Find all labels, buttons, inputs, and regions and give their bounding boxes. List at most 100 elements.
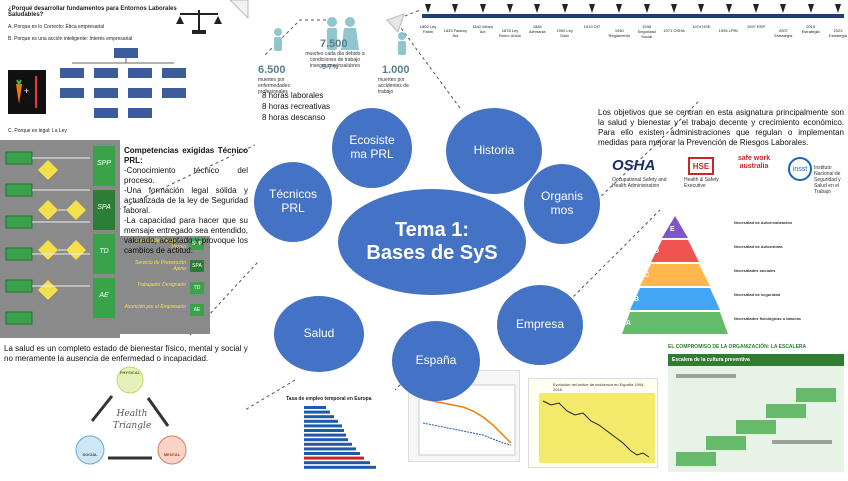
escalera-subtitle: Escalera de la cultura preventiva bbox=[668, 354, 844, 366]
timeline-entry: 1900 Ley Dato bbox=[553, 28, 577, 38]
physical-label: PHYSICAL bbox=[116, 370, 144, 375]
timeline-entry: 1997 RSP bbox=[744, 24, 768, 29]
timeline-entry: 1842 Mines Act bbox=[471, 24, 495, 34]
bar bbox=[304, 461, 370, 464]
tecnicos-item-1: -Conocimiento técnico del proceso. bbox=[124, 166, 248, 186]
hours-3: 8 horas descanso bbox=[262, 112, 330, 123]
social-label: SOCIAL bbox=[76, 452, 104, 457]
stat-caption-2: muertes cada día debido a condiciones de… bbox=[300, 51, 370, 69]
insst-logo: insst bbox=[788, 157, 812, 181]
timeline-arrow bbox=[589, 4, 595, 13]
hours-2: 8 horas recreativas bbox=[262, 101, 330, 112]
bar bbox=[304, 424, 342, 427]
hse-logo: HSE bbox=[688, 157, 714, 175]
social-circle bbox=[76, 436, 104, 464]
timeline-arrow bbox=[671, 4, 677, 13]
timeline-arrow bbox=[698, 4, 704, 13]
bar bbox=[304, 452, 360, 455]
timeline-entry: 2007 Estrategia bbox=[771, 28, 795, 38]
central-subtitle: Bases de SyS bbox=[366, 242, 497, 265]
node-historia[interactable]: Historia bbox=[446, 108, 542, 194]
node-salud[interactable]: Salud bbox=[274, 296, 364, 372]
bar bbox=[304, 457, 364, 460]
stat-caption-3: muertes por accidentes de trabajo bbox=[378, 77, 418, 95]
timeline-arrow bbox=[562, 4, 568, 13]
timeline-entry: 1945 Seguridad Social bbox=[635, 24, 659, 39]
timeline-arrow bbox=[835, 4, 841, 13]
line-chart-evolucion: Evolución del índice de incidencia en Es… bbox=[528, 378, 658, 468]
tecnicos-title: Competencias exigidas Técnico PRL: bbox=[124, 146, 248, 166]
node-tecnicos[interactable]: Técnicos PRL bbox=[254, 162, 332, 242]
maslow-pyramid: E D C B A Necesidad de Autorrealización … bbox=[620, 212, 846, 340]
ethics-title: ¿Porqué desarrollar fundamentos para Ent… bbox=[8, 6, 178, 18]
timeline-entry: 1878 Ley Reino Unido bbox=[498, 28, 522, 38]
bar-chart-temporal: Tasa de empleo temporal en Europa bbox=[286, 396, 398, 474]
timeline-arrow bbox=[726, 4, 732, 13]
bar bbox=[304, 447, 356, 450]
timeline-arrow bbox=[480, 4, 486, 13]
stat-value-3: 1.000 bbox=[382, 64, 410, 76]
tecnicos-item-2: -Una formación legal sólida y actualizad… bbox=[124, 186, 248, 216]
timeline-entry: 2015 Estrategia bbox=[799, 24, 823, 34]
flowchart-panel: SPP SPA TD AE bbox=[0, 140, 120, 338]
mental-circle bbox=[158, 436, 186, 464]
node-ecosistema[interactable]: Ecosiste ma PRL bbox=[332, 108, 412, 188]
hours-list: 8 horas laborales 8 horas recreativas 8 … bbox=[262, 90, 330, 123]
timeline-entry: 1802 Ley Fabril bbox=[418, 24, 440, 34]
escalera-title: EL COMPROMISO DE LA ORGANIZACIÓN: LA ESC… bbox=[668, 344, 806, 350]
timeline-entry: 1833 Factory Act bbox=[443, 28, 467, 38]
timeline-entry: 2023 Estrategia bbox=[826, 28, 848, 38]
ethics-c: C. Porque es legal: La Ley bbox=[8, 128, 67, 134]
timeline-entry: 1995 LPRL bbox=[717, 28, 741, 33]
timeline-entry: 1940 Reglamento bbox=[607, 28, 631, 38]
mental-label: MENTAL bbox=[158, 452, 186, 457]
timeline-arrow bbox=[425, 4, 431, 13]
health-triangle: PHYSICAL SOCIAL MENTAL Health Triangle bbox=[70, 366, 190, 476]
bar bbox=[304, 411, 330, 414]
timeline-arrow bbox=[534, 4, 540, 13]
bar bbox=[304, 466, 376, 469]
salud-definition: La salud es un completo estado de bienes… bbox=[4, 344, 254, 364]
svg-text:+: + bbox=[24, 86, 29, 96]
triangle-title: Health Triangle bbox=[108, 408, 156, 432]
timeline-arrow bbox=[616, 4, 622, 13]
stat-value-1: 6.500 bbox=[258, 64, 286, 76]
osha-logo: OSHA bbox=[612, 157, 655, 174]
stats-panel: 6.500 7.500 1.000 5-7% muertes por enfer… bbox=[250, 0, 420, 128]
bar bbox=[304, 420, 338, 423]
node-espana[interactable]: España bbox=[392, 321, 480, 401]
scales-icon bbox=[174, 6, 224, 36]
timeline-arrow bbox=[644, 4, 650, 13]
logos-row: OSHA Occupational Safety and Health Admi… bbox=[612, 155, 844, 193]
organismos-text: Los objetivos que se centran en esta asi… bbox=[598, 108, 844, 148]
hours-1: 8 horas laborales bbox=[262, 90, 330, 101]
central-topic[interactable]: Tema 1: Bases de SyS bbox=[338, 189, 526, 295]
timeline-entry: 1919 OIT bbox=[580, 24, 604, 29]
bar-chart-title: Tasa de empleo temporal en Europa bbox=[286, 396, 372, 402]
timeline-entry: 1971 OSHA bbox=[662, 28, 686, 33]
legend-box-spp: SPP bbox=[93, 146, 115, 186]
node-organismos[interactable]: Organis mos bbox=[524, 164, 600, 244]
carrot-stick-icon: + bbox=[8, 70, 46, 114]
ethics-b: B. Porque es una acción inteligente: Int… bbox=[8, 36, 132, 42]
safework-logo: safe work australia bbox=[732, 155, 776, 171]
bar bbox=[304, 438, 348, 441]
timeline-arrow bbox=[452, 4, 458, 13]
bar bbox=[304, 429, 344, 432]
escalera-panel: EL COMPROMISO DE LA ORGANIZACIÓN: LA ESC… bbox=[668, 344, 844, 474]
bar bbox=[304, 434, 346, 437]
legend-box-spa: SPA bbox=[93, 190, 115, 230]
timeline-entry: 1974 HSE bbox=[689, 24, 713, 29]
org-chart bbox=[54, 46, 190, 126]
tecnicos-text: Competencias exigidas Técnico PRL: -Cono… bbox=[124, 146, 248, 256]
central-title: Tema 1: bbox=[366, 219, 497, 242]
timeline-bar bbox=[422, 14, 844, 18]
node-empresa[interactable]: Empresa bbox=[497, 285, 583, 365]
stat-value-2: 7.500 bbox=[320, 38, 348, 50]
bar bbox=[304, 415, 334, 418]
bar bbox=[304, 443, 352, 446]
tecnicos-item-3: -La capacidad para hacer que su mensaje … bbox=[124, 216, 248, 256]
timeline-arrow bbox=[507, 4, 513, 13]
ethics-a: A. Porque es lo Correcto: Ética empresar… bbox=[8, 24, 104, 30]
